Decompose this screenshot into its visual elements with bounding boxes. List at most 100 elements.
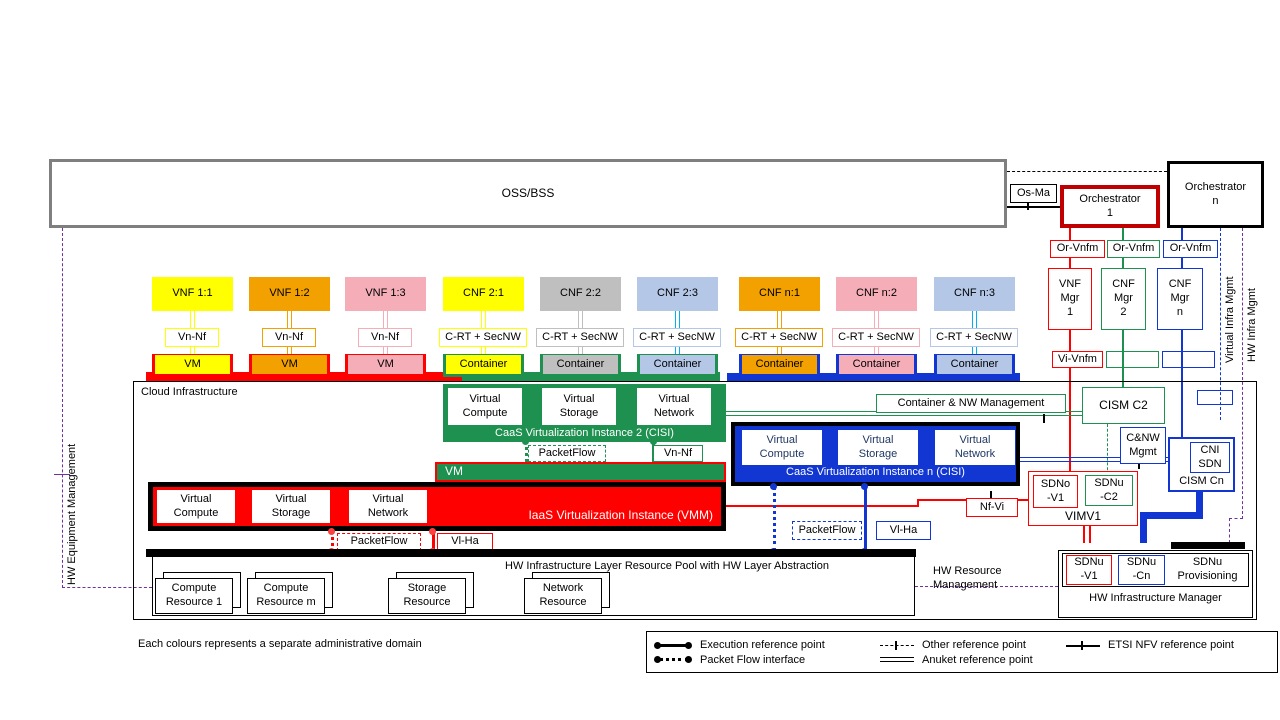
container-box: Container: [934, 354, 1015, 377]
legend-packetflow-label: Packet Flow interface: [700, 654, 806, 666]
packetflow-marker-line: [659, 658, 689, 661]
vim-title: VIMV1: [1064, 509, 1101, 524]
iaas-title: IaaS Virtualization Instance (VMM): [528, 508, 713, 523]
container-nw-mgmt-label: Container & NW Management: [876, 394, 1066, 413]
sdno-v1-box: SDNo -V1: [1033, 475, 1078, 508]
legend-execution-label: Execution reference point: [700, 639, 825, 651]
hw-equipment-mgmt-line-vertical: [62, 228, 63, 588]
nf-connector-line: [287, 346, 292, 355]
hw-equipment-mgmt-label: HW Equipment Management: [66, 443, 78, 585]
caas2-virtual-storage: Virtual Storage: [542, 388, 616, 425]
cni-sdn-box: CNI SDN: [1190, 442, 1230, 473]
cism-cn-label: CISM Cn: [1179, 475, 1224, 488]
vim-sdnu-line-b: [1089, 525, 1091, 543]
caas2-title: CaaS Virtualization Instance 2 (CISI): [495, 427, 674, 440]
nf-vi-line-step: [917, 499, 919, 507]
packetflow-dot: [770, 483, 777, 490]
packetflow-dot: [328, 528, 335, 535]
virtual-infra-mgmt-line: [1220, 228, 1221, 420]
caasn-virtual-network: Virtual Network: [935, 430, 1015, 465]
nf-connector-line: [777, 311, 782, 329]
execution-dot: [429, 528, 436, 535]
cloud-infrastructure-box: [133, 381, 1257, 620]
caasn-virtual-compute: Virtual Compute: [742, 430, 822, 465]
cism-cn-sdnu-path-v1: [1196, 492, 1203, 517]
anuket-line-green-tick: [1043, 414, 1045, 423]
nf-box-cnf-n-2: CNF n:2: [836, 277, 917, 311]
orchestrator-n-box: Orchestrator n: [1167, 161, 1264, 228]
caasn-vlha-label: Vl-Ha: [876, 521, 931, 540]
hw-infra-mgmt-label: HW Infra Mgmt: [1246, 288, 1258, 362]
connector-label-crt-secnw: C-RT + SecNW: [633, 328, 721, 347]
vm-layer-bar: VM: [435, 462, 726, 482]
execution-marker-dot: [654, 642, 661, 649]
hw-infra-mgmt-line-jog-h: [1229, 518, 1243, 519]
footer-note: Each colours represents a separate admin…: [138, 638, 422, 650]
caasn-title: CaaS Virtualization Instance n (CISI): [786, 466, 965, 479]
other-marker-tick: [895, 641, 897, 650]
nf-connector-line: [481, 346, 486, 355]
nf-connector-line: [383, 311, 388, 329]
nf-connector-line: [578, 346, 583, 355]
connector-label-crt-secnw: C-RT + SecNW: [832, 328, 920, 347]
storage-resource: Storage Resource: [388, 578, 466, 614]
execution-marker-dot: [685, 642, 692, 649]
legend-box: [646, 631, 1278, 673]
connector-label-vn-nf: Vn-Nf: [358, 328, 412, 347]
nf-connector-line: [287, 311, 292, 329]
cism-cn-box: CNI SDN CISM Cn: [1168, 437, 1235, 492]
sdnu-provisioning-bar: [1171, 542, 1245, 549]
cism-cn-sdnu-path-v2: [1140, 512, 1147, 543]
vm-box: VM: [249, 354, 330, 377]
execution-dot: [650, 438, 657, 445]
nf-connector-line: [874, 346, 879, 355]
nf-connector-line: [777, 346, 782, 355]
caas2-virtual-network: Virtual Network: [637, 388, 711, 425]
anuket-line-caasn-cism: [1020, 457, 1168, 462]
sdnu-v1-box: SDNu -V1: [1066, 555, 1112, 585]
connector-label-crt-secnw: C-RT + SecNW: [439, 328, 527, 347]
hw-infra-mgmt-line: [1242, 228, 1243, 519]
vi-vnfm-label: Vi-Vnfm: [1052, 351, 1103, 368]
os-ma-line: [1007, 206, 1060, 208]
nf-box-cnf-2-2: CNF 2:2: [540, 277, 621, 311]
etsi-marker-line: [1066, 645, 1100, 647]
hw-equipment-mgmt-line-horizontal: [62, 587, 152, 588]
caas2-vnnf-label: Vn-Nf: [653, 445, 703, 462]
network-resource: Network Resource: [524, 578, 602, 614]
nf-connector-line: [190, 346, 195, 355]
sdnu-provisioning-label: SDNu Provisioning: [1177, 556, 1238, 582]
hw-infra-mgmt-line-jog-v: [1229, 518, 1230, 543]
container-box: Container: [739, 354, 820, 377]
os-ma-tick: [1027, 200, 1029, 210]
cloud-infrastructure-label: Cloud Infrastructure: [141, 386, 238, 398]
hw-infra-manager-inner-box: [1062, 553, 1249, 587]
nf-connector-line: [972, 346, 977, 355]
connector-label-crt-secnw: C-RT + SecNW: [930, 328, 1018, 347]
caasn-virtual-storage: Virtual Storage: [838, 430, 918, 465]
legend-other-label: Other reference point: [922, 639, 1026, 651]
cnf-mgr-n-box: CNF Mgr n: [1157, 268, 1203, 330]
or-vnfm-label-vnf: Or-Vnfm: [1050, 240, 1105, 258]
iaas-virtual-network: Virtual Network: [349, 490, 427, 523]
hw-equipment-mgmt-tick: [54, 474, 70, 475]
iaas-virtual-storage: Virtual Storage: [252, 490, 330, 523]
other-marker-line: [880, 645, 914, 646]
nf-connector-line: [481, 311, 486, 329]
vi-vnfm-empty-blue-box: [1162, 351, 1215, 368]
cnf-mgr-2-box: CNF Mgr 2: [1101, 268, 1146, 330]
vnf-mgr-1-box: VNF Mgr 1: [1048, 268, 1092, 330]
compute-resource-m: Compute Resource m: [247, 578, 325, 614]
nf-vi-label: Nf-Vi: [966, 498, 1018, 517]
caasn-packetflow-line: [773, 486, 776, 552]
nf-box-vnf-1-1: VNF 1:1: [152, 277, 233, 311]
execution-dot: [861, 483, 868, 490]
oss-bss-box: OSS/BSS: [49, 159, 1007, 228]
compute-resource-1: Compute Resource 1: [155, 578, 233, 614]
connector-label-crt-secnw: C-RT + SecNW: [735, 328, 823, 347]
caasn-packetflow-label: PacketFlow: [792, 521, 862, 540]
nf-box-cnf-2-1: CNF 2:1: [443, 277, 524, 311]
caas2-virtual-compute: Virtual Compute: [448, 388, 522, 425]
nf-connector-line: [675, 311, 680, 329]
